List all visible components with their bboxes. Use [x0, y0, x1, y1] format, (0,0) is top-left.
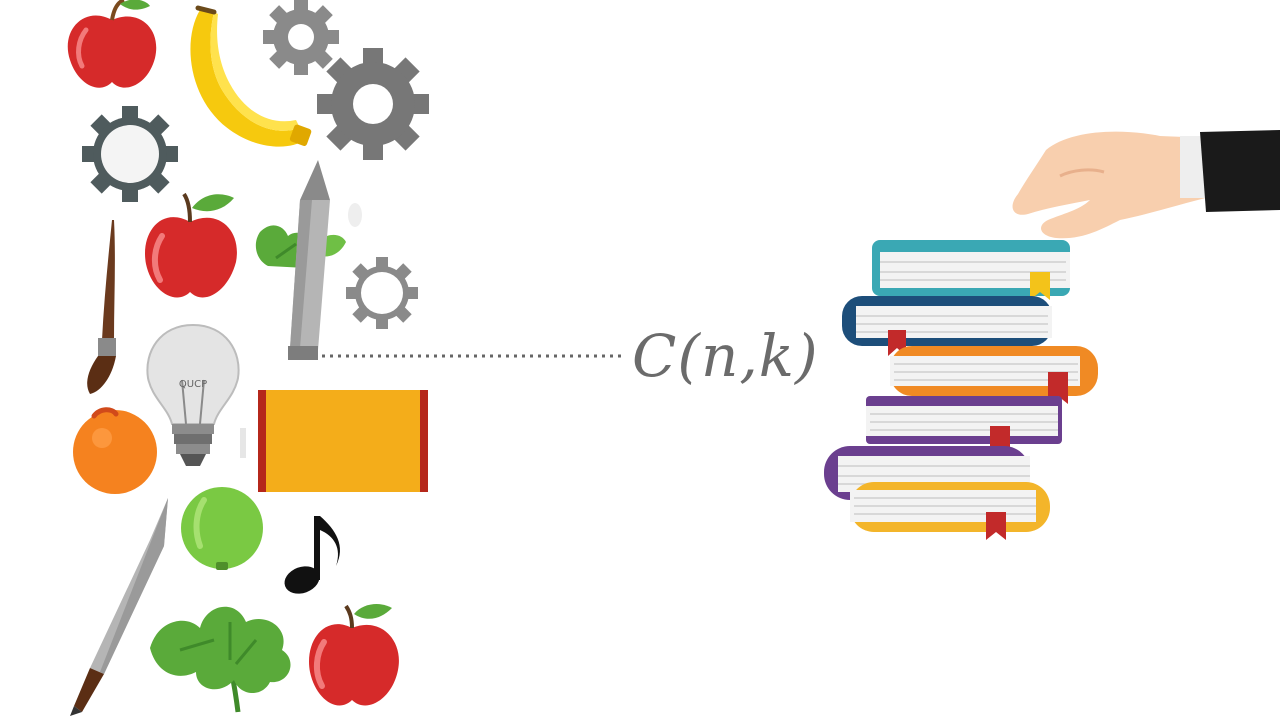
- combination-formula: C(n,k): [632, 322, 819, 390]
- closed-book-icon: [258, 390, 428, 492]
- apple-icon: [67, 0, 157, 88]
- bulb-filament-label: QUCP: [179, 379, 207, 390]
- gear-icon: [317, 48, 429, 160]
- pencil-icon: [288, 160, 362, 360]
- apple-icon: [309, 604, 399, 706]
- lime-icon: [181, 487, 263, 570]
- orange-icon: [73, 407, 157, 494]
- hand-icon: [1012, 130, 1280, 239]
- gear-icon: [346, 257, 418, 329]
- paintbrush-icon: [87, 220, 116, 394]
- parsley-icon: [150, 606, 291, 713]
- banana-icon: [190, 5, 312, 147]
- apple-icon: [145, 192, 237, 298]
- gear-icon: [82, 106, 178, 202]
- book-stack-icon: [824, 240, 1098, 540]
- gear-icon: [263, 0, 339, 75]
- lightbulb-icon: QUCP: [146, 323, 246, 466]
- pencil-icon: [70, 498, 168, 716]
- music-note-icon: [284, 516, 341, 594]
